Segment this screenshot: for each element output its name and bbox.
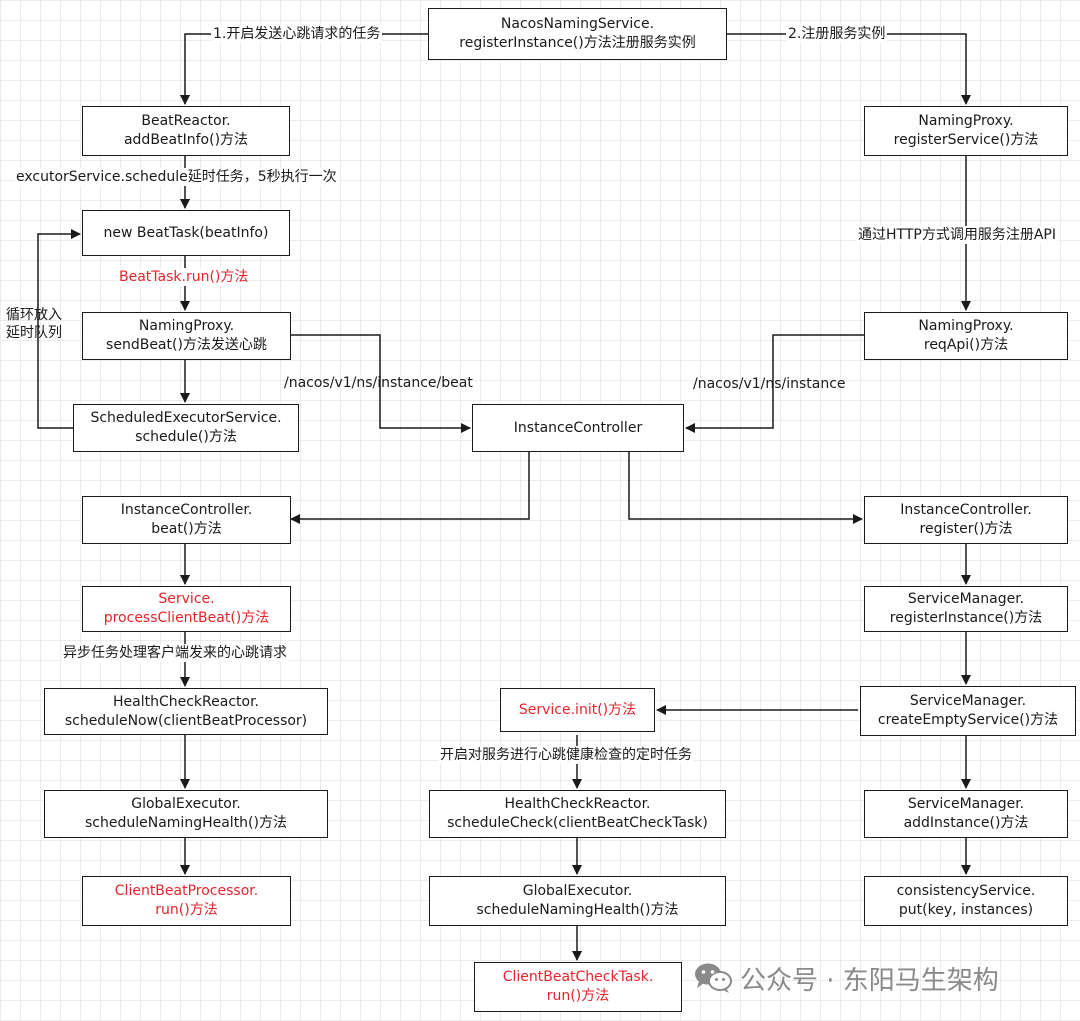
edge-beat-request bbox=[291, 334, 471, 433]
edge-instance-request bbox=[685, 334, 864, 433]
service-manager-register-instance-node: ServiceManager. registerInstance()方法 bbox=[864, 586, 1068, 632]
edge-controller-to-register bbox=[628, 452, 863, 524]
node-line: NamingProxy. bbox=[918, 318, 1014, 334]
node-line: InstanceController bbox=[513, 419, 643, 436]
node-line: scheduleNamingHealth()方法 bbox=[85, 815, 287, 831]
node-line: register()方法 bbox=[919, 521, 1013, 537]
edge-label-health-timer: 开启对服务进行心跳健康检查的定时任务 bbox=[438, 746, 694, 764]
client-beat-check-task-run-node: ClientBeatCheckTask. run()方法 bbox=[474, 962, 682, 1012]
edge-label-instance-path: /nacos/v1/ns/instance bbox=[693, 376, 846, 392]
node-line: processClientBeat()方法 bbox=[103, 610, 270, 626]
health-check-reactor-schedule-now-node: HealthCheckReactor. scheduleNow(clientBe… bbox=[44, 688, 328, 735]
node-line: ServiceManager. bbox=[907, 796, 1025, 812]
edge-label-async-beat: 异步任务处理客户端发来的心跳请求 bbox=[61, 644, 289, 662]
node-line: beat()方法 bbox=[151, 521, 222, 537]
node-line: addBeatInfo()方法 bbox=[123, 132, 249, 148]
node-line: scheduleNow(clientBeatProcessor) bbox=[64, 712, 308, 729]
naming-service-register-instance-node: NacosNamingService. registerInstance()方法… bbox=[428, 8, 727, 60]
edge-start-beat-task bbox=[180, 33, 428, 105]
node-line: sendBeat()方法发送心跳 bbox=[106, 337, 267, 353]
instance-controller-node: InstanceController bbox=[472, 404, 684, 452]
node-line: reqApi()方法 bbox=[923, 337, 1009, 353]
service-process-client-beat-node: Service. processClientBeat()方法 bbox=[82, 586, 291, 632]
node-line: GlobalExecutor. bbox=[131, 796, 241, 812]
edge-register-instance bbox=[727, 33, 971, 105]
node-line: registerService()方法 bbox=[893, 132, 1039, 148]
label-line: 循环放入 bbox=[6, 307, 62, 323]
node-line: put(key, instances) bbox=[898, 902, 1034, 918]
node-line: registerInstance()方法 bbox=[889, 610, 1043, 626]
global-executor-schedule-naming-health-mid-node: GlobalExecutor. scheduleNamingHealth()方法 bbox=[429, 876, 726, 926]
node-line: run()方法 bbox=[546, 988, 610, 1004]
node-line: ClientBeatCheckTask. bbox=[502, 969, 654, 985]
node-line: GlobalExecutor. bbox=[522, 883, 633, 899]
edge-label-loop-queue: 循环放入 延时队列 bbox=[4, 306, 64, 342]
edge-label-start-beat-task: 1.开启发送心跳请求的任务 bbox=[211, 25, 383, 43]
node-line: InstanceController. bbox=[900, 502, 1032, 518]
edge-controller-to-beat bbox=[290, 452, 530, 524]
edge-loop-requeue bbox=[37, 229, 81, 429]
node-line: NacosNamingService. bbox=[500, 16, 655, 32]
node-line: addInstance()方法 bbox=[903, 815, 1029, 831]
wechat-icon bbox=[695, 963, 732, 993]
node-line: ScheduledExecutorService. bbox=[90, 410, 282, 426]
node-line: createEmptyService()方法 bbox=[877, 712, 1059, 728]
node-line: scheduleNamingHealth()方法 bbox=[476, 902, 679, 918]
node-line: ClientBeatProcessor. bbox=[114, 883, 259, 899]
service-manager-add-instance-node: ServiceManager. addInstance()方法 bbox=[864, 790, 1068, 838]
consistency-service-put-node: consistencyService. put(key, instances) bbox=[864, 876, 1068, 926]
edge-label-http-register-api: 通过HTTP方式调用服务注册API bbox=[856, 226, 1058, 244]
beat-reactor-add-beat-info-node: BeatReactor. addBeatInfo()方法 bbox=[82, 106, 290, 156]
node-line: registerInstance()方法注册服务实例 bbox=[459, 35, 696, 51]
health-check-reactor-schedule-check-node: HealthCheckReactor. scheduleCheck(client… bbox=[429, 790, 726, 838]
node-line: run()方法 bbox=[155, 902, 218, 918]
node-line: BeatReactor. bbox=[141, 113, 231, 129]
node-line: scheduleCheck(clientBeatCheckTask) bbox=[447, 815, 708, 831]
service-init-node: Service.init()方法 bbox=[500, 688, 655, 732]
scheduled-executor-service-node: ScheduledExecutorService. schedule()方法 bbox=[73, 404, 299, 452]
node-line: schedule()方法 bbox=[135, 429, 237, 445]
edge-label-schedule-delay: excutorService.schedule延时任务，5秒执行一次 bbox=[14, 168, 339, 186]
naming-proxy-req-api-node: NamingProxy. reqApi()方法 bbox=[864, 312, 1068, 360]
node-line: NamingProxy. bbox=[918, 113, 1014, 129]
label-line: 延时队列 bbox=[6, 325, 62, 341]
edge-label-beat-task-run: BeatTask.run()方法 bbox=[117, 268, 251, 286]
watermark-text: 公众号 · 东阳马生架构 bbox=[740, 965, 999, 996]
node-line: ServiceManager. bbox=[907, 591, 1025, 607]
node-line: ServiceManager. bbox=[909, 693, 1027, 709]
new-beat-task-node: new BeatTask(beatInfo) bbox=[82, 210, 290, 256]
instance-controller-register-node: InstanceController. register()方法 bbox=[864, 496, 1068, 544]
instance-controller-beat-node: InstanceController. beat()方法 bbox=[82, 496, 291, 544]
watermark: 公众号 · 东阳马生架构 bbox=[694, 958, 999, 998]
edge-label-beat-path: /nacos/v1/ns/instance/beat bbox=[284, 375, 473, 391]
node-line: NamingProxy. bbox=[138, 318, 235, 334]
node-line: consistencyService. bbox=[896, 883, 1036, 899]
node-line: InstanceController. bbox=[120, 502, 253, 518]
client-beat-processor-run-node: ClientBeatProcessor. run()方法 bbox=[82, 876, 291, 926]
node-line: HealthCheckReactor. bbox=[504, 796, 651, 812]
global-executor-schedule-naming-health-left-node: GlobalExecutor. scheduleNamingHealth()方法 bbox=[44, 790, 328, 838]
edge-label-register-instance: 2.注册服务实例 bbox=[786, 25, 888, 43]
node-line: Service. bbox=[158, 591, 215, 607]
naming-proxy-register-service-node: NamingProxy. registerService()方法 bbox=[864, 106, 1068, 156]
node-line: HealthCheckReactor. bbox=[112, 693, 259, 710]
node-line: Service.init()方法 bbox=[518, 701, 637, 718]
node-line: new BeatTask(beatInfo) bbox=[103, 224, 269, 241]
service-manager-create-empty-service-node: ServiceManager. createEmptyService()方法 bbox=[860, 686, 1076, 736]
naming-proxy-send-beat-node: NamingProxy. sendBeat()方法发送心跳 bbox=[82, 312, 291, 360]
